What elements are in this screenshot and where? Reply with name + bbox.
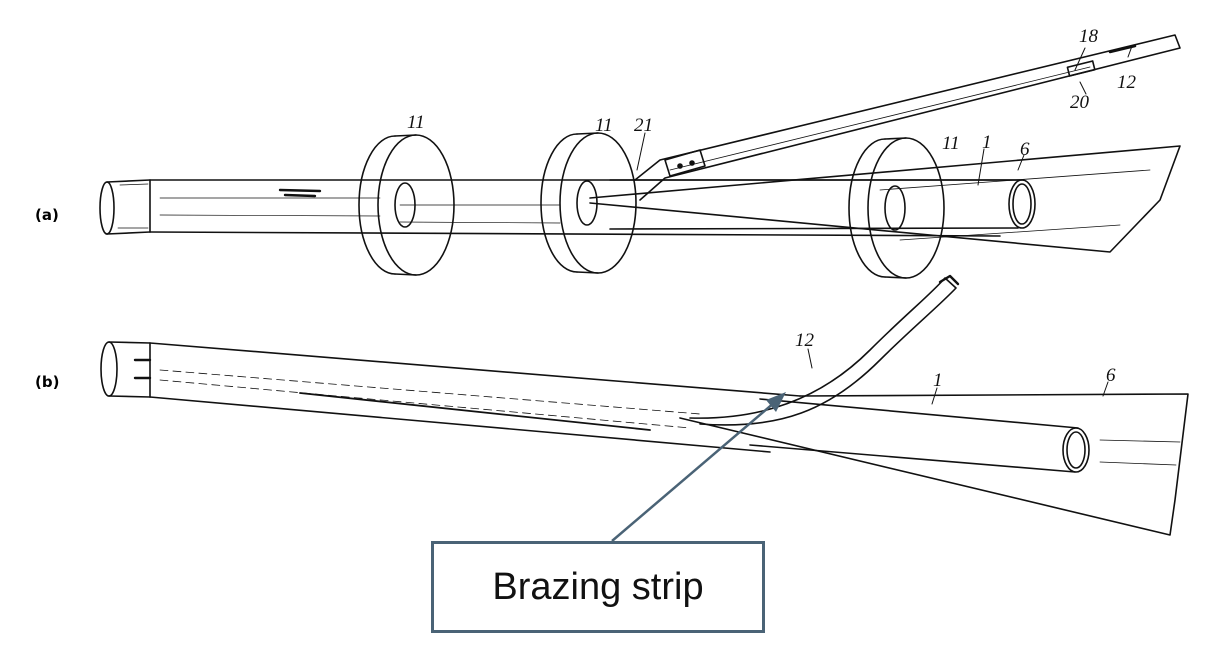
shaft-end-cap-a xyxy=(100,180,150,234)
ref-11-b: 11 xyxy=(595,115,613,136)
brazing-strip-callout: Brazing strip xyxy=(431,541,765,633)
ref-20: 20 xyxy=(1070,92,1090,113)
ref-6-b: 6 xyxy=(1106,365,1116,386)
strip-12-b xyxy=(690,276,958,425)
shaft-end-cap-b xyxy=(101,342,150,397)
washer-11-2 xyxy=(541,133,636,273)
leaders-a xyxy=(637,46,1132,185)
figure-a xyxy=(100,35,1180,278)
ref-1-a: 1 xyxy=(982,132,992,153)
panel-label-b: (b) xyxy=(35,373,59,391)
callout-arrow xyxy=(612,392,786,541)
ref-11-c: 11 xyxy=(942,133,960,154)
washer-11-3 xyxy=(849,138,944,278)
figure-b xyxy=(101,276,1188,535)
ref-18: 18 xyxy=(1079,26,1099,47)
ref-21: 21 xyxy=(634,115,653,136)
shaft-b xyxy=(150,343,800,452)
strip-12-a xyxy=(635,35,1180,200)
tube-1-b xyxy=(750,399,1089,472)
ref-1-b: 1 xyxy=(933,370,943,391)
panel-label-a: (a) xyxy=(35,206,59,224)
ref-12-a: 12 xyxy=(1117,72,1137,93)
reference-numerals-b: 12 1 6 xyxy=(795,330,1116,391)
callout-text: Brazing strip xyxy=(492,566,703,609)
ref-12-b: 12 xyxy=(795,330,815,351)
ref-6-a: 6 xyxy=(1020,139,1030,160)
ref-11-a: 11 xyxy=(407,112,425,133)
reference-numerals-a: 18 12 20 21 11 11 11 1 6 xyxy=(407,26,1137,160)
tube-1-a xyxy=(610,180,1035,229)
